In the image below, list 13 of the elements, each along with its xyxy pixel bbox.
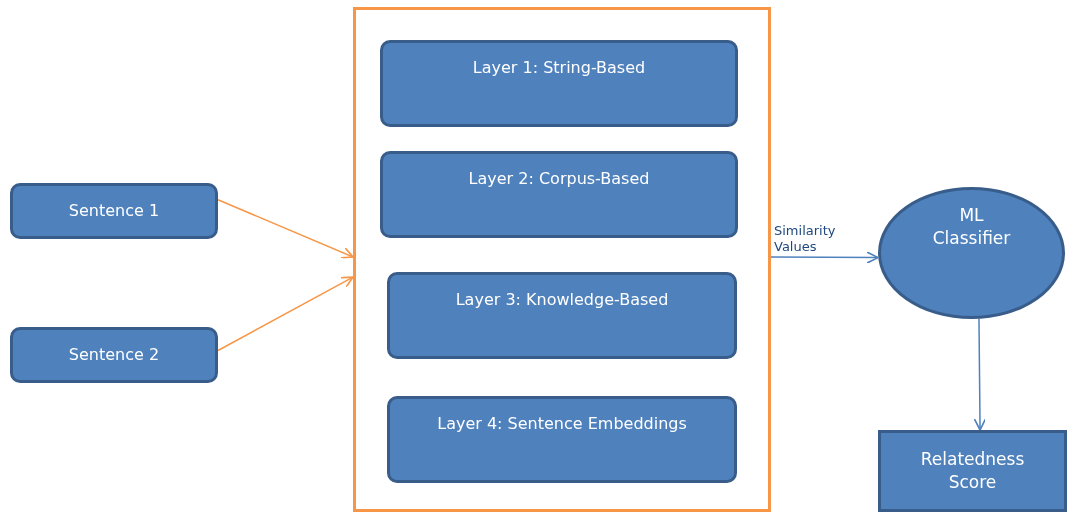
process-box: Layer 3: Knowledge-Based xyxy=(387,272,737,359)
arrow xyxy=(217,276,354,352)
arrow xyxy=(217,199,354,259)
process-box: Layer 1: String-Based xyxy=(380,40,738,127)
process-box: Relatedness Score xyxy=(878,430,1067,512)
arrow xyxy=(770,251,879,264)
group-frame xyxy=(353,7,771,512)
process-box: Sentence 1 xyxy=(10,183,218,239)
process-ellipse: ML Classifier xyxy=(878,187,1065,319)
process-box: Layer 4: Sentence Embeddings xyxy=(387,396,737,483)
arrow xyxy=(973,318,987,431)
process-box: Layer 2: Corpus-Based xyxy=(380,151,738,238)
process-box: Sentence 2 xyxy=(10,327,218,383)
